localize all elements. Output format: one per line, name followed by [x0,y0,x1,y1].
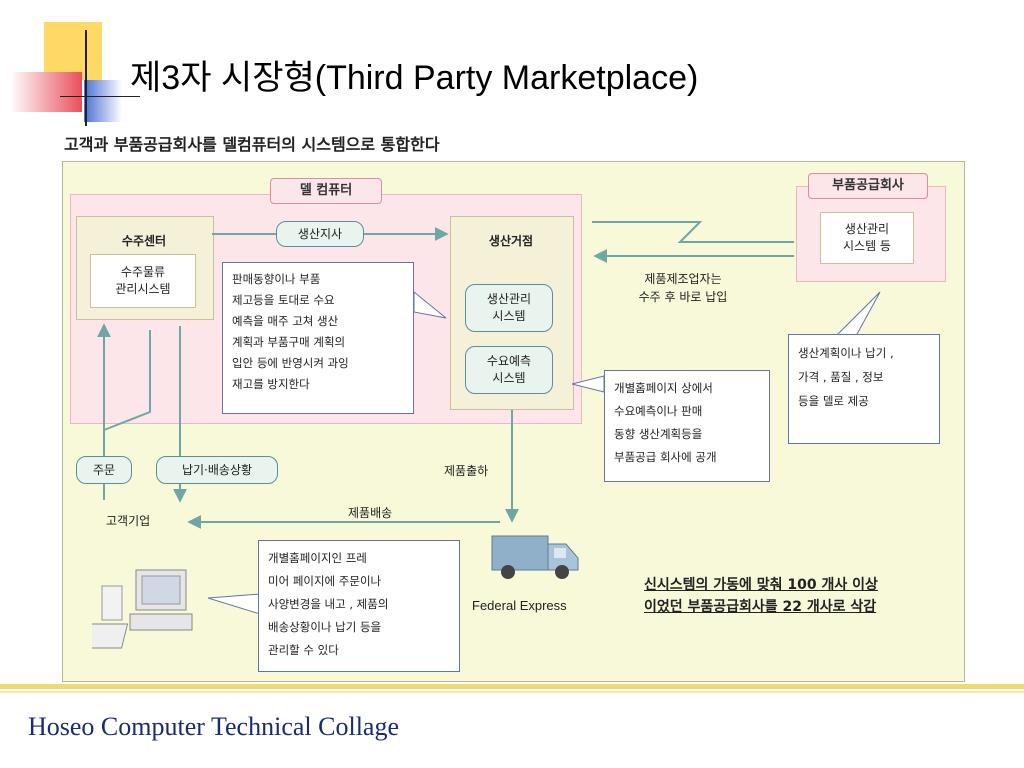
make-to-order-note: 제품제조업자는 수주 후 바로 납입 [638,272,728,304]
fedex-label: Federal Express [472,598,567,613]
bottom-note-line1: 신시스템의 가동에 맞춰 100 개사 이상 [644,577,878,593]
decor-vertical-line [85,30,87,126]
product-delivery-label: 제품배송 [348,506,393,520]
diagram-subtitle: 고객과 부품공급회사를 델컴퓨터의 시스템으로 통합한다 [64,135,440,154]
demand-forecast-system: 수요예측 시스템 [465,346,553,394]
order-logistics-system: 수주물류 관리시스템 [90,254,196,308]
decor-blue-square [84,80,122,122]
footer-bar [0,684,1024,689]
supplier-label: 부품공급회사 [808,173,928,199]
production-management-system-text: 생산관리 시스템 [486,292,532,323]
footer-text: Hoseo Computer Technical Collage [28,712,399,741]
callout-homepage-disclosure: 개별홈페이지 상에서 수요예측이나 판매 동향 생산계획등을 부품공급 회사에 … [604,370,770,482]
delivery-status-pill: 납기·배송상황 [156,456,278,484]
supplier-production-system: 생산관리 시스템 등 [820,212,914,264]
production-management-system: 생산관리 시스템 [465,284,553,332]
production-base-label: 생산거점 [488,234,534,248]
order-pill: 주문 [76,456,132,484]
callout-customer-premier: 개별홈페이지인 프레 미어 페이지에 주문이나 사양변경을 내고 , 제품의 배… [258,540,460,672]
decor-horizontal-line [60,96,140,97]
dell-label: 델 컴퓨터 [270,178,382,204]
decor-red-square [10,72,82,112]
delivery-truck-icon [491,535,579,579]
customer-company-label: 고객기업 [106,514,151,528]
decor-yellow-square [44,22,102,80]
footer-bar-thin [0,691,1024,693]
callout-sales-forecast: 판매동향이나 부품 제고등을 토대로 수요 예측을 매주 고쳐 생산 계획과 부… [222,262,414,414]
callout-customer-premier-text: 개별홈페이지인 프레 미어 페이지에 주문이나 사양변경을 내고 , 제품의 배… [268,551,389,657]
callout-homepage-disclosure-text: 개별홈페이지 상에서 수요예측이나 판매 동향 생산계획등을 부품공급 회사에 … [614,381,717,464]
callout-supplier-info-text: 생산계획이나 납기 , 가격 , 품질 , 정보 등을 델로 제공 [798,346,894,408]
computer-icon [92,569,193,649]
slide-title: 제3자 시장형(Third Party Marketplace) [130,59,699,97]
supplier-production-system-text: 생산관리 시스템 등 [843,222,891,253]
callout-supplier-info: 생산계획이나 납기 , 가격 , 품질 , 정보 등을 델로 제공 [788,334,940,444]
order-center-label: 수주센터 [121,234,167,248]
product-shipping-out-label: 제품출하 [444,464,489,478]
demand-forecast-system-text: 수요예측 시스템 [486,354,532,385]
callout-sales-forecast-text: 판매동향이나 부품 제고등을 토대로 수요 예측을 매주 고쳐 생산 계획과 부… [232,272,349,391]
order-logistics-system-text: 수주물류 관리시스템 [115,265,171,296]
production-instruction-pill: 생산지사 [276,221,364,247]
bottom-note-line2: 이었던 부품공급회사를 22 개사로 삭감 [644,599,877,615]
